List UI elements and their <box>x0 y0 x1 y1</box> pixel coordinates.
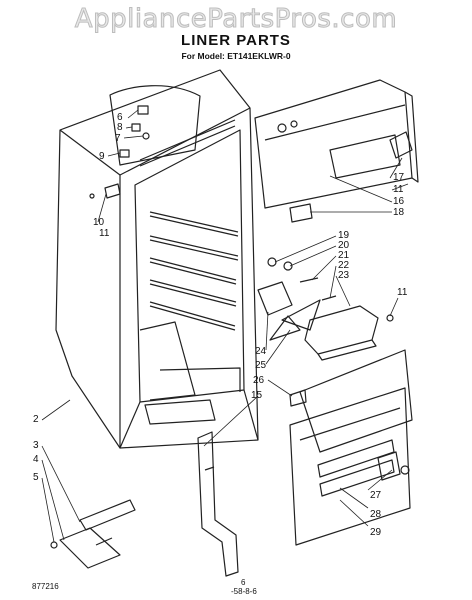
callout-6: 6 <box>117 112 123 123</box>
leader-lines <box>41 109 409 543</box>
callout-18: 18 <box>393 207 405 218</box>
callout-29: 29 <box>370 527 382 538</box>
callout-21: 21 <box>338 250 350 261</box>
callout-17: 17 <box>393 172 405 183</box>
footer-part-number: 877216 <box>32 582 59 591</box>
callout-2: 2 <box>33 414 39 425</box>
air-duct <box>197 431 239 577</box>
callout-19: 19 <box>338 230 350 241</box>
callout-5: 5 <box>33 472 39 483</box>
callout-3: 3 <box>33 440 39 451</box>
callout-24: 24 <box>255 346 267 357</box>
callout-15: 15 <box>251 390 263 401</box>
diagram-title: LINER PARTS <box>181 32 291 49</box>
callout-11-a: 11 <box>99 228 110 239</box>
bottom-bracket <box>50 499 136 569</box>
model-line: For Model: ET141EKLWR-0 <box>181 51 291 61</box>
callout-27: 27 <box>370 490 382 501</box>
rear-panel <box>254 79 419 223</box>
callout-9: 9 <box>99 151 105 162</box>
callout-25: 25 <box>255 360 267 371</box>
callout-10: 10 <box>93 217 105 228</box>
callout-11-b: 11 <box>393 184 404 195</box>
footer-code: -58-8-6 <box>231 587 257 596</box>
fan-assembly <box>257 257 394 361</box>
callout-7: 7 <box>115 133 121 144</box>
callout-11-c: 11 <box>397 287 408 298</box>
liner-cabinet <box>55 69 259 449</box>
callout-16: 16 <box>393 196 405 207</box>
watermark: AppliancePartsPros.com <box>74 4 398 35</box>
callout-23: 23 <box>338 270 350 281</box>
callout-26: 26 <box>253 375 265 386</box>
callout-20: 20 <box>338 240 350 251</box>
callout-22: 22 <box>338 260 350 271</box>
footer-page: 6 <box>241 578 246 587</box>
callout-28: 28 <box>370 509 382 520</box>
evaporator-cover <box>289 349 413 546</box>
callout-8: 8 <box>117 122 123 133</box>
callout-4: 4 <box>33 454 39 465</box>
